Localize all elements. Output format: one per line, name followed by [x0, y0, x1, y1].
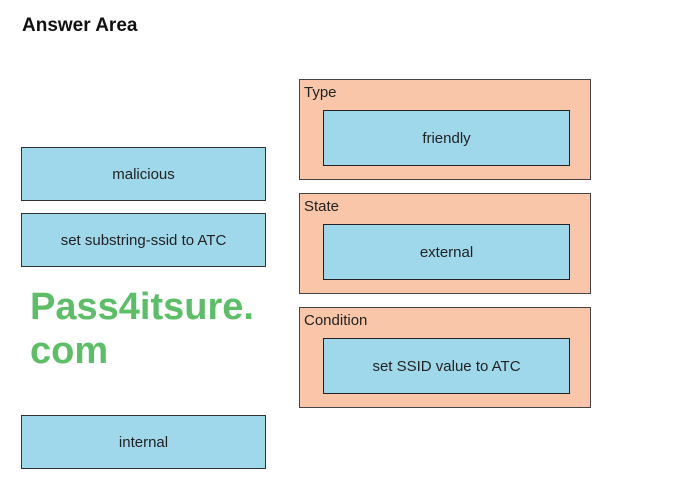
- answer-area-title: Answer Area: [22, 15, 138, 36]
- group-label: State: [304, 198, 340, 215]
- group-label: Type: [304, 84, 337, 101]
- drop-slot-condition[interactable]: set SSID value to ATC: [323, 338, 570, 394]
- group-label: Condition: [304, 312, 368, 329]
- group-condition: Condition set SSID value to ATC: [299, 307, 591, 408]
- group-type: Type friendly: [299, 79, 591, 180]
- option-set-substring-ssid[interactable]: set substring-ssid to ATC: [21, 213, 266, 267]
- watermark: Pass4itsure.com: [30, 286, 254, 372]
- drop-slot-state[interactable]: external: [323, 224, 570, 280]
- group-state: State external: [299, 193, 591, 294]
- option-malicious[interactable]: malicious: [21, 147, 266, 201]
- option-internal[interactable]: internal: [21, 415, 266, 469]
- drop-slot-type[interactable]: friendly: [323, 110, 570, 166]
